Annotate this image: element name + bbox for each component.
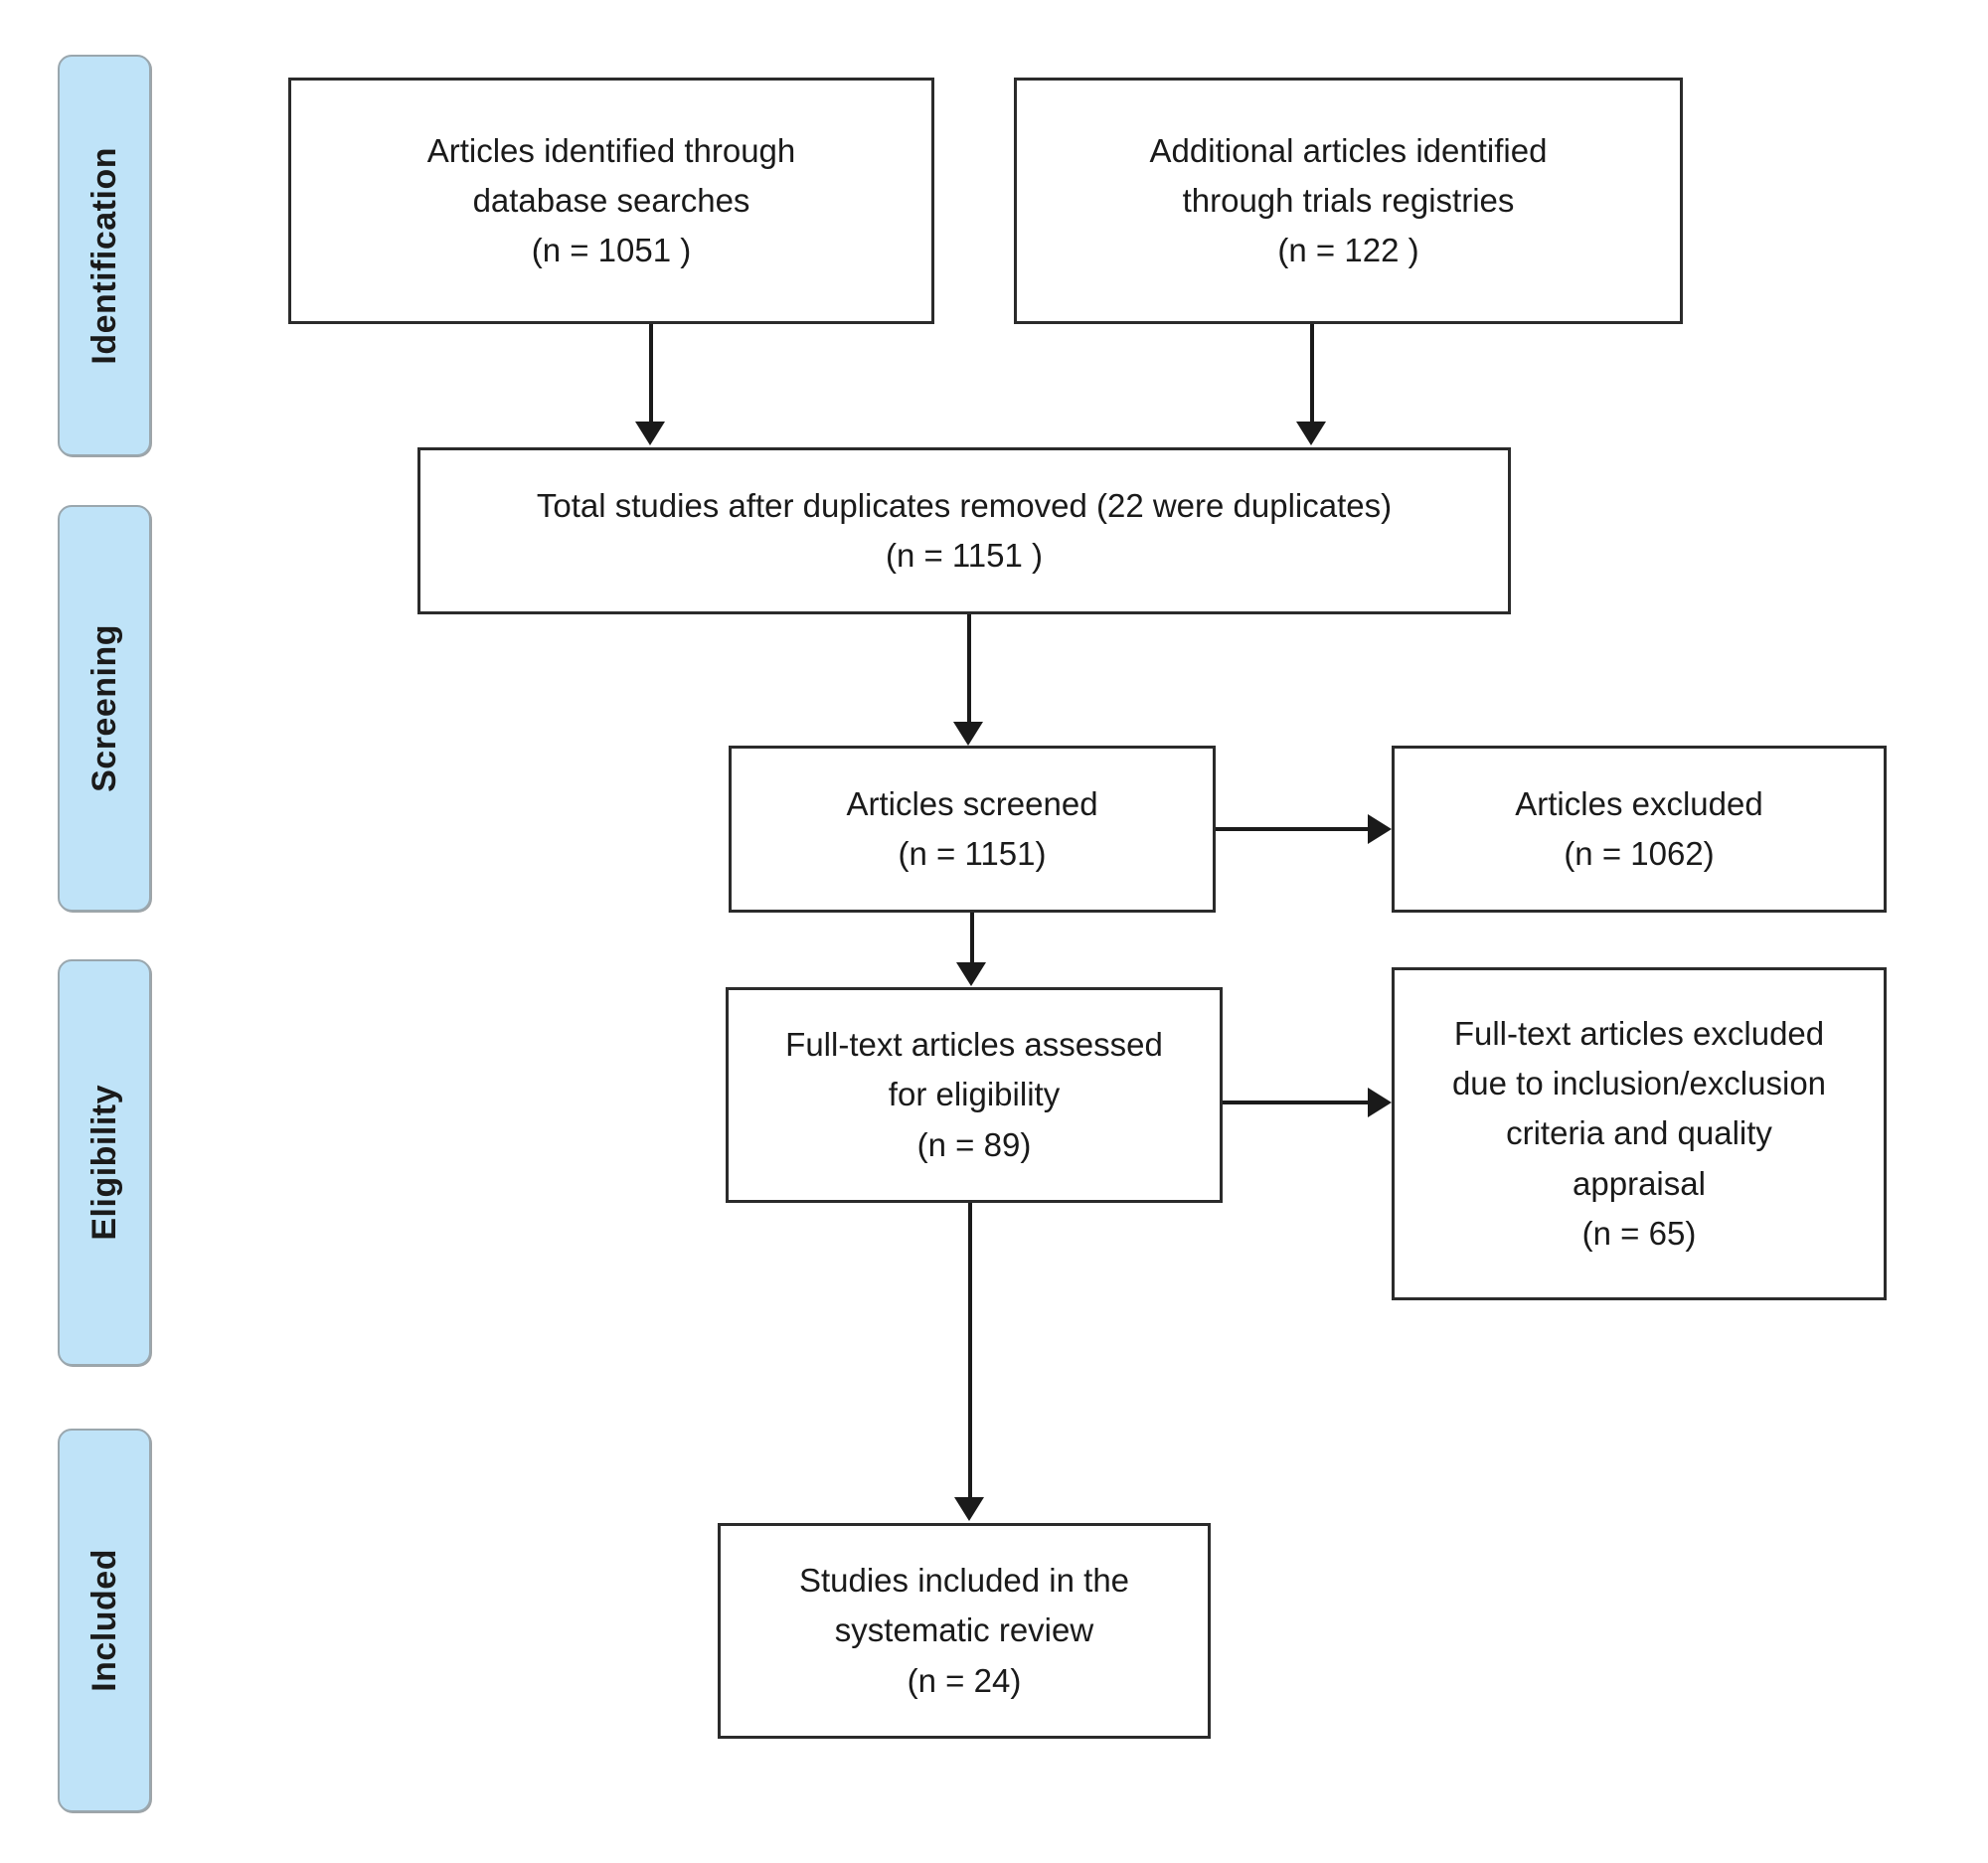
box-duplicates-removed: Total studies after duplicates removed (… — [417, 447, 1511, 614]
box-studies-included-line1: Studies included in the — [798, 1562, 1130, 1600]
connector-fulltext-to-excluded — [1223, 1101, 1370, 1104]
box-fulltext-assessed-count: (n = 89) — [916, 1125, 1032, 1163]
box-fulltext-excluded: Full-text articles excluded due to inclu… — [1392, 967, 1887, 1300]
box-fulltext-assessed: Full-text articles assessed for eligibil… — [726, 987, 1223, 1203]
connector-fulltext-to-included — [968, 1203, 972, 1499]
box-fulltext-excluded-line3: criteria and quality — [1506, 1114, 1772, 1152]
box-articles-excluded: Articles excluded (n = 1062) — [1392, 746, 1887, 913]
arrow-db-to-dedup — [635, 422, 665, 445]
connector-dedup-to-screened — [967, 614, 971, 724]
box-duplicates-removed-line1: Total studies after duplicates removed (… — [536, 486, 1393, 524]
arrow-registries-to-dedup — [1296, 422, 1326, 445]
stage-label-screening: Screening — [58, 505, 151, 912]
stage-label-included: Included — [58, 1429, 151, 1812]
arrow-screened-to-fulltext — [956, 962, 986, 986]
connector-screened-to-fulltext — [970, 913, 974, 964]
box-articles-screened: Articles screened (n = 1151) — [729, 746, 1216, 913]
box-studies-included-line2: systematic review — [834, 1611, 1094, 1649]
box-fulltext-assessed-line2: for eligibility — [888, 1076, 1061, 1113]
box-studies-included: Studies included in the systematic revie… — [718, 1523, 1211, 1739]
box-fulltext-excluded-count: (n = 65) — [1581, 1214, 1697, 1252]
box-studies-included-count: (n = 24) — [907, 1661, 1022, 1699]
box-fulltext-assessed-line1: Full-text articles assessed — [785, 1026, 1163, 1064]
box-fulltext-excluded-line1: Full-text articles excluded — [1453, 1015, 1825, 1053]
connector-registries-to-dedup — [1310, 324, 1314, 423]
box-articles-excluded-line1: Articles excluded — [1515, 784, 1763, 822]
box-articles-screened-line1: Articles screened — [846, 784, 1098, 822]
box-database-searches: Articles identified through database sea… — [288, 78, 934, 324]
box-trials-registries-count: (n = 122 ) — [1277, 232, 1419, 269]
stage-label-eligibility-text: Eligibility — [84, 1085, 123, 1241]
arrow-fulltext-to-included — [954, 1497, 984, 1521]
stage-label-included-text: Included — [84, 1549, 123, 1692]
arrow-dedup-to-screened — [953, 722, 983, 746]
box-database-searches-line1: Articles identified through — [426, 131, 796, 169]
box-articles-screened-count: (n = 1151) — [898, 835, 1047, 872]
box-database-searches-line2: database searches — [472, 181, 750, 219]
box-duplicates-removed-count: (n = 1151 ) — [885, 537, 1044, 574]
arrow-fulltext-to-excluded — [1368, 1088, 1392, 1117]
arrow-screened-to-excluded — [1368, 814, 1392, 844]
box-trials-registries-line2: through trials registries — [1182, 181, 1515, 219]
box-fulltext-excluded-line2: due to inclusion/exclusion — [1451, 1065, 1827, 1102]
stage-label-identification-text: Identification — [84, 146, 123, 365]
connector-db-to-dedup — [649, 324, 653, 423]
stage-label-screening-text: Screening — [84, 624, 123, 792]
box-trials-registries: Additional articles identified through t… — [1014, 78, 1683, 324]
connector-screened-to-excluded — [1216, 827, 1370, 831]
stage-label-identification: Identification — [58, 55, 151, 456]
box-database-searches-count: (n = 1051 ) — [531, 232, 692, 269]
box-articles-excluded-count: (n = 1062) — [1564, 835, 1715, 872]
stage-label-eligibility: Eligibility — [58, 959, 151, 1366]
box-trials-registries-line1: Additional articles identified — [1149, 131, 1548, 169]
box-fulltext-excluded-line4: appraisal — [1573, 1164, 1706, 1202]
